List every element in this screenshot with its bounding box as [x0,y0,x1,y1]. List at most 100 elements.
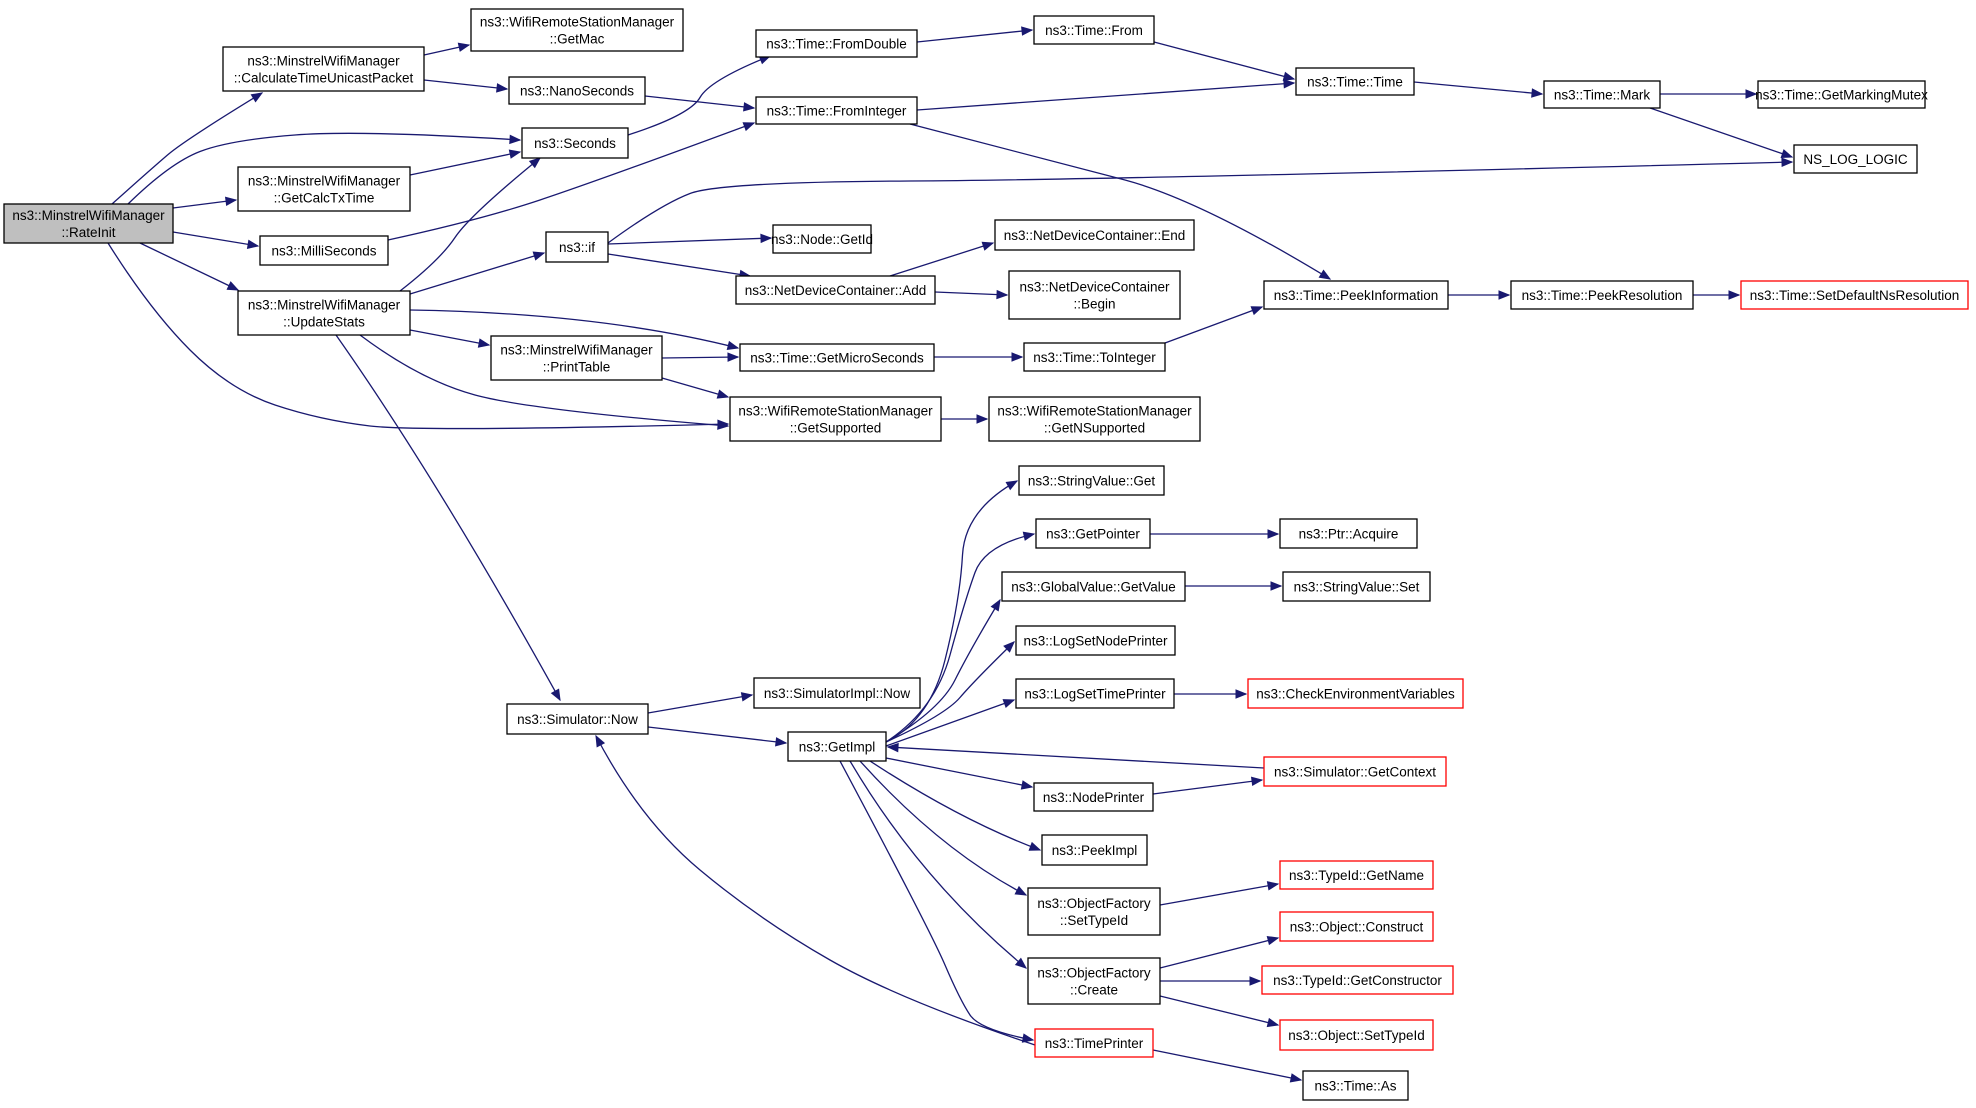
node-box [1015,625,1176,656]
node-globalget[interactable]: ns3::GlobalValue::GetValue [1001,571,1186,602]
node-getname[interactable]: ns3::TypeId::GetName [1279,860,1434,890]
node-peekinfo[interactable]: ns3::Time::PeekInformation [1263,280,1449,310]
edge-peekres-to-setdefault [1693,290,1741,300]
node-box [1740,280,1969,310]
node-label: ns3::MinstrelWifiManager [248,174,401,189]
node-update[interactable]: ns3::MinstrelWifiManager::UpdateStats [237,290,411,336]
edge-globalget-to-stringset [1185,581,1283,591]
edge-rateinit-to-calc [111,92,264,205]
node-mark[interactable]: ns3::Time::Mark [1543,80,1661,109]
arrowhead-icon [740,692,754,702]
node-getmac[interactable]: ns3::WifiRemoteStationManager::GetMac [470,8,684,52]
node-simnow[interactable]: ns3::Simulator::Now [506,703,649,735]
node-box [1295,67,1415,96]
node-label: ns3::CheckEnvironmentVariables [1256,687,1455,702]
node-simimplnow[interactable]: ns3::SimulatorImpl::Now [753,677,921,709]
node-box [1001,571,1186,602]
node-peekimpl[interactable]: ns3::PeekImpl [1041,834,1148,866]
node-getctor[interactable]: ns3::TypeId::GetConstructor [1261,965,1454,995]
edge-mark-to-markmutex [1660,89,1758,99]
node-calctx[interactable]: ns3::MinstrelWifiManager::GetCalcTxTime [237,166,411,212]
node-setdefault[interactable]: ns3::Time::SetDefaultNsResolution [1740,280,1969,310]
node-stringget[interactable]: ns3::StringValue::Get [1018,465,1165,496]
node-label: ns3::ObjectFactory [1037,966,1151,981]
node-printtable[interactable]: ns3::MinstrelWifiManager::PrintTable [490,335,663,381]
node-stringset[interactable]: ns3::StringValue::Set [1282,571,1431,602]
node-ptracquire[interactable]: ns3::Ptr::Acquire [1279,518,1418,549]
node-label: ::Begin [1073,297,1115,312]
node-time[interactable]: ns3::Time::Time [1295,67,1415,96]
node-markmutex[interactable]: ns3::Time::GetMarkingMutex [1755,80,1928,109]
node-box [1247,678,1464,709]
node-getimpl[interactable]: ns3::GetImpl [787,731,887,762]
node-ndcadd[interactable]: ns3::NetDeviceContainer::Add [735,275,936,305]
node-box [729,396,942,442]
edge-simnow-to-simimplnow [647,692,754,714]
node-label: ns3::NetDeviceContainer::End [1004,228,1186,243]
arrowhead-icon [224,196,238,207]
edge-getimpl-to-ofsettype [859,760,1028,896]
node-box [1279,518,1418,549]
node-seconds[interactable]: ns3::Seconds [521,127,629,159]
node-label: ns3::GetPointer [1046,527,1140,542]
edge-getimpl-to-stringget [885,480,1019,743]
arrowhead-icon [717,420,730,430]
node-from[interactable]: ns3::Time::From [1033,15,1155,45]
node-label: ns3::Object::SetTypeId [1288,1028,1425,1043]
node-getcontext[interactable]: ns3::Simulator::GetContext [1263,756,1447,787]
arrowhead-icon [775,737,788,747]
node-label: ns3::LogSetTimePrinter [1024,687,1166,702]
edge-from-to-time [1153,41,1296,81]
node-micro[interactable]: ns3::Time::GetMicroSeconds [739,343,935,372]
node-lognode[interactable]: ns3::LogSetNodePrinter [1015,625,1176,656]
arrowhead-icon [1235,689,1248,699]
node-logtime[interactable]: ns3::LogSetTimePrinter [1015,678,1175,709]
arrowhead-icon [1780,149,1794,159]
node-box [1023,342,1166,372]
node-frominteger[interactable]: ns3::Time::FromInteger [755,96,918,125]
edge-simnow-to-getimpl [647,726,788,747]
node-getsupported[interactable]: ns3::WifiRemoteStationManager::GetSuppor… [729,396,942,442]
node-ofsettype[interactable]: ns3::ObjectFactory::SetTypeId [1027,887,1161,936]
arrowhead-icon [1014,957,1028,969]
node-nano[interactable]: ns3::NanoSeconds [508,76,646,105]
node-box [1034,1028,1154,1058]
node-fromdouble[interactable]: ns3::Time::FromDouble [755,29,918,58]
node-calc[interactable]: ns3::MinstrelWifiManager::CalculateTimeU… [222,46,425,92]
edge-micro-to-tointeger [934,352,1024,362]
node-getnsupported[interactable]: ns3::WifiRemoteStationManager::GetNSuppo… [988,396,1201,442]
node-label: ns3::Seconds [534,136,616,151]
node-label: ::GetNSupported [1044,421,1145,436]
node-objsettype[interactable]: ns3::Object::SetTypeId [1279,1019,1434,1051]
node-construct[interactable]: ns3::Object::Construct [1279,911,1434,942]
node-box [1543,80,1661,109]
node-label: ns3::TimePrinter [1045,1036,1144,1051]
node-label: ns3::MilliSeconds [271,244,376,259]
arrowhead-icon [550,688,561,702]
node-getpointer[interactable]: ns3::GetPointer [1035,518,1151,549]
node-getid[interactable]: ns3::Node::GetId [771,224,873,254]
arrowhead-icon [760,233,773,244]
node-ndcbegin[interactable]: ns3::NetDeviceContainer::Begin [1008,270,1181,320]
node-milli[interactable]: ns3::MilliSeconds [259,235,389,266]
arrowhead-icon [742,122,756,132]
node-if[interactable]: ns3::if [545,231,609,263]
node-label: ::SetTypeId [1060,913,1128,928]
node-nodeprinter[interactable]: ns3::NodePrinter [1033,782,1154,812]
node-peekres[interactable]: ns3::Time::PeekResolution [1510,280,1694,310]
node-ndcend[interactable]: ns3::NetDeviceContainer::End [994,219,1195,251]
node-nslog[interactable]: NS_LOG_LOGIC [1793,144,1918,174]
node-ofcreate[interactable]: ns3::ObjectFactory::Create [1027,957,1161,1005]
node-checkenv[interactable]: ns3::CheckEnvironmentVariables [1247,678,1464,709]
node-rateinit[interactable]: ns3::MinstrelWifiManager::RateInit [3,203,174,244]
node-label: ns3::Time::ToInteger [1033,350,1156,365]
edge-nodeprinter-to-getcontext [1152,776,1264,795]
node-timeas[interactable]: ns3::Time::As [1302,1070,1409,1101]
node-tointeger[interactable]: ns3::Time::ToInteger [1023,342,1166,372]
node-timeprinter[interactable]: ns3::TimePrinter [1034,1028,1154,1058]
edge-tointeger-to-peekinfo [1164,306,1264,344]
edge-getimpl-to-logtime [885,699,1016,747]
node-label: ns3::MinstrelWifiManager [248,298,401,313]
node-box [1035,518,1151,549]
node-label: ns3::NanoSeconds [520,84,634,99]
